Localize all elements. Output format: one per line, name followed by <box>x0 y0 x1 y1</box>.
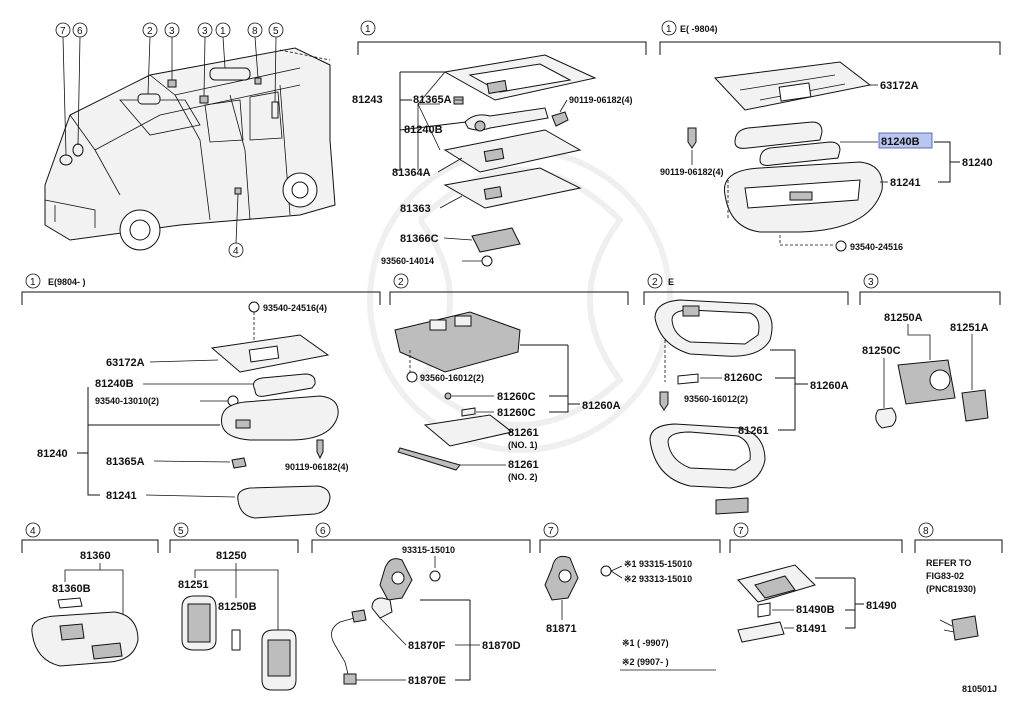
part-93540-13010-2[interactable]: 93540-13010(2) <box>95 396 159 406</box>
part-81251[interactable]: 81251 <box>178 579 209 591</box>
part-81363[interactable]: 81363 <box>400 203 431 215</box>
panel-7a-title: 7 <box>548 526 554 537</box>
part-81240b-highlighted[interactable]: 81240B <box>881 136 920 148</box>
panel-1e2-title: 1 <box>30 277 36 288</box>
part-81241[interactable]: 81241 <box>890 177 921 189</box>
refer-line-1: REFER TO <box>926 558 971 568</box>
note-1: ※1 ( -9907) <box>622 638 669 648</box>
part-81240-e2[interactable]: 81240 <box>37 448 68 460</box>
panel-4: 4 81360 81360B <box>21 522 159 667</box>
callout-6: 6 <box>77 26 83 37</box>
highlight-81240b <box>878 132 933 149</box>
part-81260c-e[interactable]: 81260C <box>724 372 763 384</box>
van-illustration <box>44 47 336 251</box>
part-93315-15010[interactable]: 93315-15010 <box>402 545 455 555</box>
part-81260a-e[interactable]: 81260A <box>810 380 849 392</box>
van-callouts: 7 6 2 3 3 1 8 5 4 <box>55 22 284 258</box>
part-81261-e[interactable]: 81261 <box>738 425 769 437</box>
part-81250c[interactable]: 81250C <box>862 345 901 357</box>
part-81260a[interactable]: 81260A <box>582 400 621 412</box>
part-81261-no1-note: (NO. 1) <box>508 440 538 450</box>
part-81240b[interactable]: 81240B <box>404 124 443 136</box>
panel-8: 8 REFER TO FIG83-02 (PNC81930) <box>914 522 1003 641</box>
panel-8-title: 8 <box>923 526 929 537</box>
part-81243[interactable]: 81243 <box>352 94 383 106</box>
part-93540-24516[interactable]: 93540-24516 <box>850 242 903 252</box>
part-81364a[interactable]: 81364A <box>392 167 431 179</box>
callout-7: 7 <box>60 26 66 37</box>
panel-3: 3 81250A 81251A 81250C <box>859 273 1001 429</box>
panel-2: 2 93560-16012(2) 81260C 81260C 81260A 81… <box>389 273 629 482</box>
part-81366c[interactable]: 81366C <box>400 233 439 245</box>
part-81250b[interactable]: 81250B <box>218 601 257 613</box>
part-90119-06182-e[interactable]: 90119-06182(4) <box>660 167 724 177</box>
part-81490[interactable]: 81490 <box>866 600 897 612</box>
part-81365a[interactable]: 81365A <box>413 94 452 106</box>
callout-1: 1 <box>220 26 226 37</box>
panel-5: 5 81250 81251 81250B <box>169 522 299 691</box>
callout-8: 8 <box>252 26 258 37</box>
panel-3-title: 3 <box>868 277 874 288</box>
part-81250[interactable]: 81250 <box>216 550 247 562</box>
part-81870f[interactable]: 81870F <box>408 640 446 652</box>
panel-6-title: 6 <box>320 526 326 537</box>
panel-2-e: 2 E 81260C 81260A 93560-16012(2) 81261 <box>643 273 849 515</box>
panel-1: 1 81243 81365A 90119-06182(4) 81240B 813… <box>352 20 647 267</box>
callout-4: 4 <box>233 246 239 257</box>
part-81261-no2[interactable]: 81261 <box>508 459 539 471</box>
panel-6: 6 93315-15010 81870F 81870D 81870E <box>311 522 531 687</box>
part-81261-no2-note: (NO. 2) <box>508 472 538 482</box>
note-2: ※2 (9907- ) <box>622 657 669 667</box>
panel-5-title: 5 <box>178 526 184 537</box>
part-81360b[interactable]: 81360B <box>52 583 91 595</box>
part-81870e[interactable]: 81870E <box>408 675 446 687</box>
part-81490b[interactable]: 81490B <box>796 604 835 616</box>
part-81250a[interactable]: 81250A <box>884 312 923 324</box>
callout-2: 2 <box>147 26 153 37</box>
refer-line-2[interactable]: FIG83-02 <box>926 571 964 581</box>
part-81491[interactable]: 81491 <box>796 623 827 635</box>
part-81261-no1[interactable]: 81261 <box>508 427 539 439</box>
part-81360[interactable]: 81360 <box>80 550 111 562</box>
panel-7b: 7 81490B 81490 81491 <box>729 522 903 643</box>
panel-1e2-condition: E(9804- ) <box>48 277 86 287</box>
part-93560-14014[interactable]: 93560-14014 <box>381 256 434 266</box>
callout-3b: 3 <box>202 26 208 37</box>
panel-7a: 7 ※1 93315-15010 ※2 93313-15010 81871 ※1… <box>539 522 721 671</box>
refer-line-3: (PNC81930) <box>926 584 976 594</box>
panel-2e-title: 2 <box>652 277 658 288</box>
part-93540-24516-4[interactable]: 93540-24516(4) <box>263 303 327 313</box>
part-81251a[interactable]: 81251A <box>950 322 989 334</box>
panel-7b-title: 7 <box>738 526 744 537</box>
part-93560-16012-2-e[interactable]: 93560-16012(2) <box>684 394 748 404</box>
panel-1-e-9804: 1 E( -9804) 63172A 81240B 81240 90119-06… <box>659 20 1001 252</box>
panel-1-e-9804-later: 1 E(9804- ) 93540-24516(4) 63172A 81240B… <box>21 273 381 519</box>
diagram-code: 810501J <box>962 684 997 694</box>
panel-1e-title: 1 <box>666 24 672 35</box>
part-93560-16012-2[interactable]: 93560-16012(2) <box>420 373 484 383</box>
callout-3a: 3 <box>169 26 175 37</box>
part-81241-e2[interactable]: 81241 <box>106 490 137 502</box>
part-93313-15010-n2[interactable]: ※2 93313-15010 <box>624 574 692 584</box>
panel-2e-condition: E <box>668 277 674 287</box>
part-81260c-2[interactable]: 81260C <box>497 407 536 419</box>
part-93315-15010-n1[interactable]: ※1 93315-15010 <box>624 559 692 569</box>
part-81240b-e2[interactable]: 81240B <box>95 378 134 390</box>
callout-5: 5 <box>273 26 279 37</box>
part-81365a-e2[interactable]: 81365A <box>106 456 145 468</box>
part-90119-06182-e2[interactable]: 90119-06182(4) <box>285 462 349 472</box>
part-81870d[interactable]: 81870D <box>482 640 521 652</box>
panel-2-title: 2 <box>398 277 404 288</box>
part-90119-06182[interactable]: 90119-06182(4) <box>569 95 633 105</box>
part-81240[interactable]: 81240 <box>962 157 993 169</box>
part-63172a[interactable]: 63172A <box>880 80 919 92</box>
part-63172a-e2[interactable]: 63172A <box>106 357 145 369</box>
panel-1-title: 1 <box>365 24 371 35</box>
panel-1e-condition: E( -9804) <box>680 24 718 34</box>
panel-4-title: 4 <box>30 526 36 537</box>
part-81871[interactable]: 81871 <box>546 623 577 635</box>
part-81260c-1[interactable]: 81260C <box>497 391 536 403</box>
